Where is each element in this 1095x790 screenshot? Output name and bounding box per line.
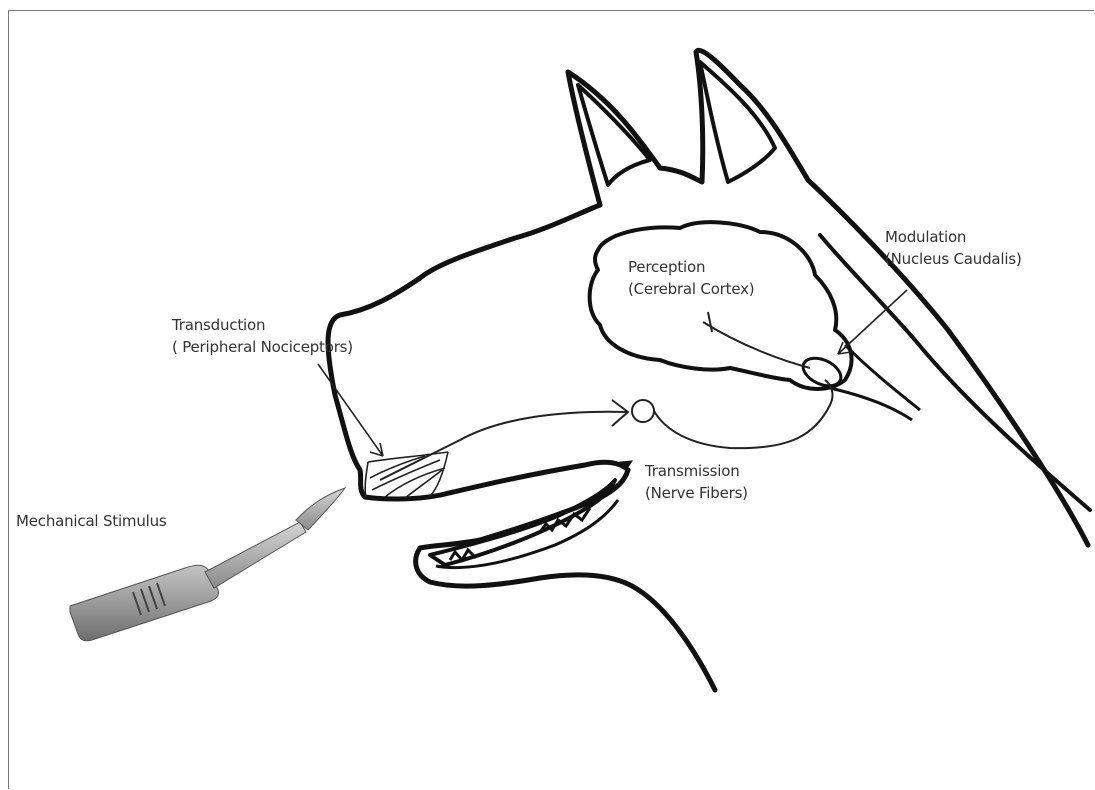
cortex-fiber-tick	[708, 312, 712, 332]
transmission-subtitle: (Nerve Fibers)	[645, 482, 748, 504]
perception-label: Perception (Cerebral Cortex)	[628, 256, 754, 300]
brain-outline	[590, 222, 852, 389]
brainstem-outline	[845, 345, 920, 410]
transduction-title: Transduction	[172, 314, 353, 336]
cortex-fiber	[703, 322, 810, 368]
perception-subtitle: (Cerebral Cortex)	[628, 278, 754, 300]
transmission-label: Transmission (Nerve Fibers)	[645, 460, 748, 504]
nociceptor-region	[365, 452, 448, 498]
transmission-title: Transmission	[645, 460, 748, 482]
modulation-label: Modulation (Nucleus Caudalis)	[885, 226, 1022, 270]
transduction-label: Transduction ( Peripheral Nociceptors)	[172, 314, 353, 358]
scalpel-blade	[296, 488, 345, 530]
neck-outline	[820, 235, 1090, 510]
modulation-subtitle: (Nucleus Caudalis)	[885, 248, 1022, 270]
ganglion	[632, 400, 654, 422]
nerve-fiber-branch	[612, 400, 628, 426]
modulation-title: Modulation	[885, 226, 1022, 248]
scalpel-handle	[70, 565, 218, 641]
stimulus-title: Mechanical Stimulus	[16, 510, 167, 532]
scalpel-shank	[205, 522, 306, 588]
transduction-subtitle: ( Peripheral Nociceptors)	[172, 336, 353, 358]
perception-title: Perception	[628, 256, 754, 278]
nerve-fiber-central	[654, 380, 832, 448]
stimulus-label: Mechanical Stimulus	[16, 510, 167, 532]
